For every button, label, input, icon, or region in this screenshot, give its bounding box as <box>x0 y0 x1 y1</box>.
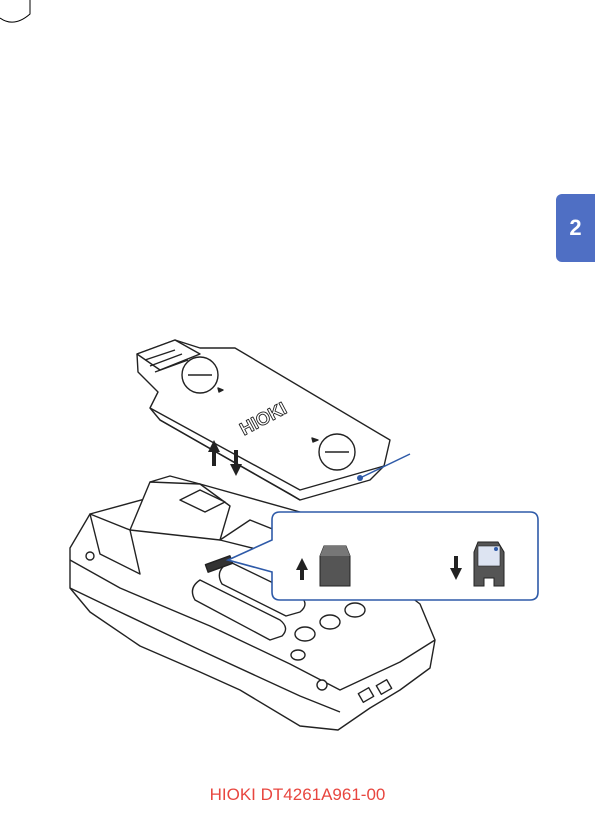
module-callout <box>228 512 538 600</box>
battery-cover: HIOKI <box>137 340 390 500</box>
document-code: HIOKI DT4261A961-00 <box>0 785 595 805</box>
